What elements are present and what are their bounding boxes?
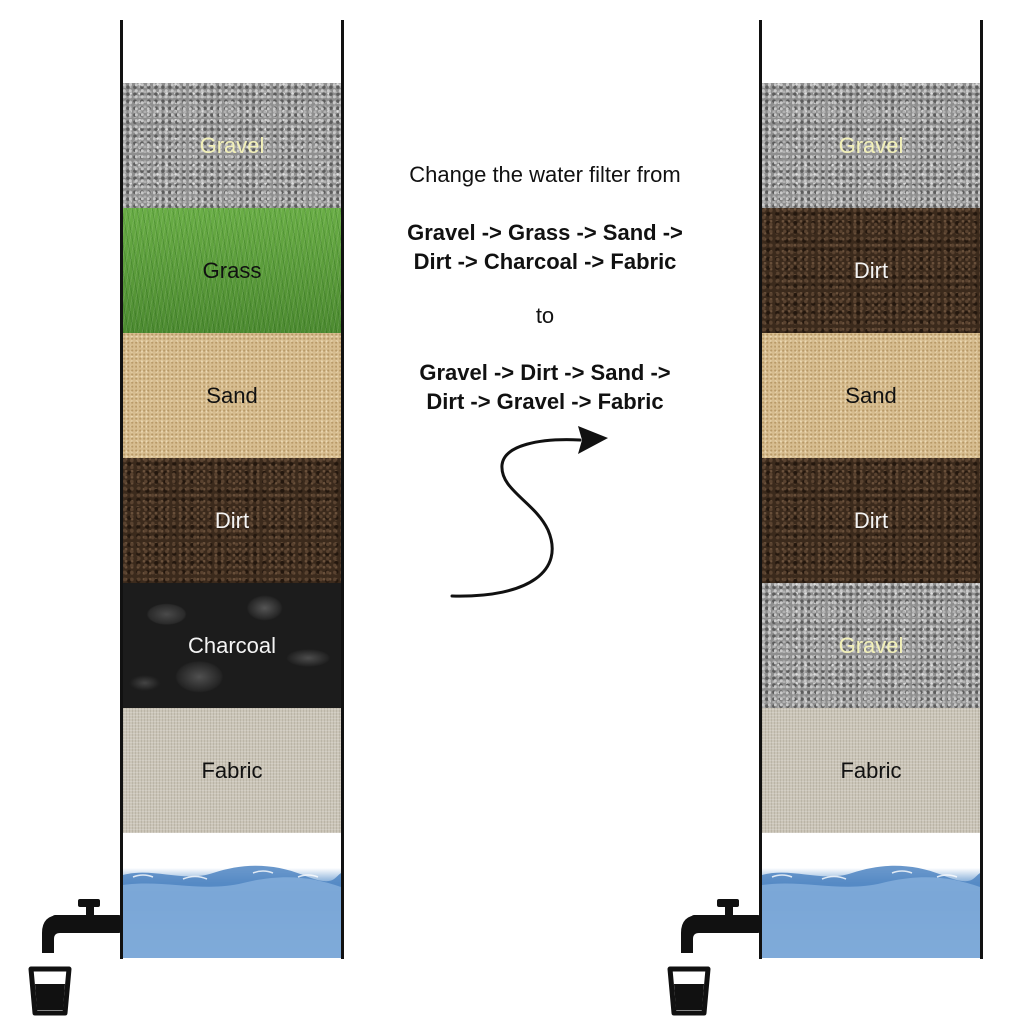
layer-label: Gravel [200,133,265,159]
left-layer-sand: Sand [123,333,341,458]
layer-label: Fabric [840,758,901,784]
left-filter-layers: Gravel Grass Sand Dirt Charcoal Fabric [123,83,341,958]
original-sequence-line: Gravel -> Grass -> Sand -> [340,218,750,247]
right-layer-gravel: Gravel [762,583,980,708]
right-filter-column: Gravel Dirt Sand Dirt Gravel Fabric [759,20,983,959]
left-filter-column: Gravel Grass Sand Dirt Charcoal Fabric [120,20,344,959]
faucet-icon [38,893,124,961]
instruction-intro: Change the water filter from [340,162,750,188]
layer-label: Sand [206,383,257,409]
curved-arrow-icon [440,420,620,610]
new-sequence-line: Dirt -> Gravel -> Fabric [340,387,750,416]
left-layer-gravel: Gravel [123,83,341,208]
connector-text: to [340,303,750,329]
left-filter-wall-right [341,20,344,959]
layer-label: Grass [203,258,262,284]
water-wave-icon [762,833,980,958]
left-layer-charcoal: Charcoal [123,583,341,708]
right-filter-layers: Gravel Dirt Sand Dirt Gravel Fabric [762,83,980,958]
left-layer-fabric: Fabric [123,708,341,833]
original-sequence-line: Dirt -> Charcoal -> Fabric [340,247,750,276]
left-layer-grass: Grass [123,208,341,333]
right-layer-sand: Sand [762,333,980,458]
layer-label: Sand [845,383,896,409]
left-layer-dirt: Dirt [123,458,341,583]
layer-label: Dirt [854,258,888,284]
layer-label: Gravel [839,633,904,659]
right-layer-dirt: Dirt [762,208,980,333]
cup-icon [28,966,72,1016]
new-sequence-line: Gravel -> Dirt -> Sand -> [340,358,750,387]
layer-label: Dirt [854,508,888,534]
water-wave-icon [123,833,341,958]
right-water-reservoir [762,833,980,958]
layer-label: Charcoal [188,633,276,659]
right-layer-fabric: Fabric [762,708,980,833]
original-sequence: Gravel -> Grass -> Sand -> Dirt -> Charc… [340,218,750,276]
faucet-icon [677,893,763,961]
right-filter-wall-right [980,20,983,959]
layer-label: Dirt [215,508,249,534]
cup-icon [667,966,711,1016]
left-water-reservoir [123,833,341,958]
right-layer-gravel: Gravel [762,83,980,208]
layer-label: Fabric [201,758,262,784]
layer-label: Gravel [839,133,904,159]
new-sequence: Gravel -> Dirt -> Sand -> Dirt -> Gravel… [340,358,750,416]
right-layer-dirt: Dirt [762,458,980,583]
